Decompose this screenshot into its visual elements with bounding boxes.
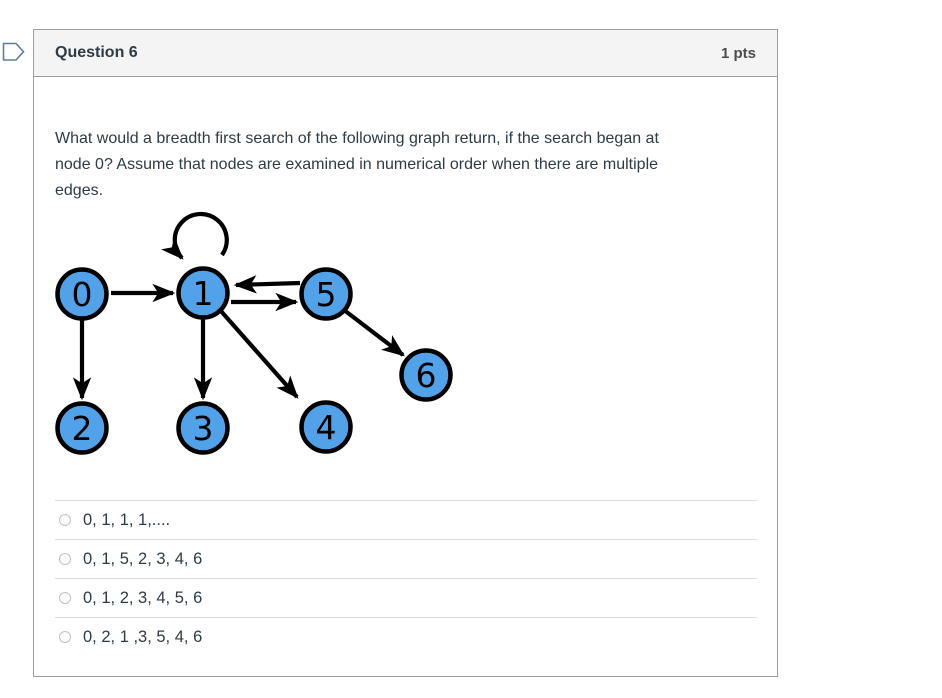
edge-1-1-self-loop: [161, 211, 229, 260]
question-text-line: node 0? Assume that nodes are examined i…: [55, 156, 659, 173]
question-card: Question 6 1 pts What would a breadth fi…: [33, 29, 778, 677]
answer-option-label[interactable]: 0, 1, 2, 3, 4, 5, 6: [83, 588, 203, 607]
edge-5-6: [342, 308, 405, 357]
answer-option-label[interactable]: 0, 1, 1, 1,....: [83, 510, 171, 529]
question-title: Question 6: [55, 44, 138, 61]
graph-node-0: [55, 267, 109, 321]
bookmark-flag-icon[interactable]: [2, 42, 26, 62]
question-text-line: edges.: [55, 182, 104, 199]
question-text: What would a breadth first search of the…: [55, 126, 760, 204]
graph-node-5: [299, 267, 353, 321]
edge-5-1: [233, 275, 301, 294]
answer-option-label[interactable]: 0, 1, 5, 2, 3, 4, 6: [83, 549, 203, 568]
question-text-line: What would a breadth first search of the…: [55, 130, 659, 147]
answer-option-row[interactable]: 0, 1, 2, 3, 4, 5, 6: [55, 578, 757, 617]
graph-node-2: [55, 401, 109, 455]
answer-option-row[interactable]: 0, 2, 1 ,3, 5, 4, 6: [55, 617, 757, 656]
question-points: 1 pts: [720, 44, 756, 62]
answer-options: 0, 1, 1, 1,.... 0, 1, 5, 2, 3, 4, 6 0, 1…: [55, 500, 757, 656]
radio-button[interactable]: [59, 631, 71, 643]
answer-option-row[interactable]: 0, 1, 1, 1,....: [55, 500, 757, 539]
graph-node-label: 6: [416, 356, 437, 395]
graph-image: 0 1 5 2 3 4 6: [55, 211, 453, 455]
radio-button[interactable]: [59, 592, 71, 604]
answer-option-row[interactable]: 0, 1, 5, 2, 3, 4, 6: [55, 539, 757, 578]
graph-node-3: [176, 401, 230, 455]
graph-node-label: 3: [193, 409, 214, 448]
graph-node-6: [399, 348, 453, 402]
radio-button[interactable]: [59, 514, 71, 526]
radio-button[interactable]: [59, 553, 71, 565]
graph-node-label: 5: [316, 275, 337, 314]
graph-node-1: [176, 266, 230, 320]
graph-node-label: 2: [72, 409, 93, 448]
graph-node-label: 4: [316, 408, 337, 447]
graph-node-4: [299, 400, 353, 454]
graph-node-label: 1: [193, 274, 214, 313]
answer-option-label[interactable]: 0, 2, 1 ,3, 5, 4, 6: [83, 627, 203, 646]
edge-1-4: [218, 308, 299, 399]
question-header: Question 6 1 pts: [34, 30, 777, 77]
graph-node-label: 0: [72, 275, 93, 314]
